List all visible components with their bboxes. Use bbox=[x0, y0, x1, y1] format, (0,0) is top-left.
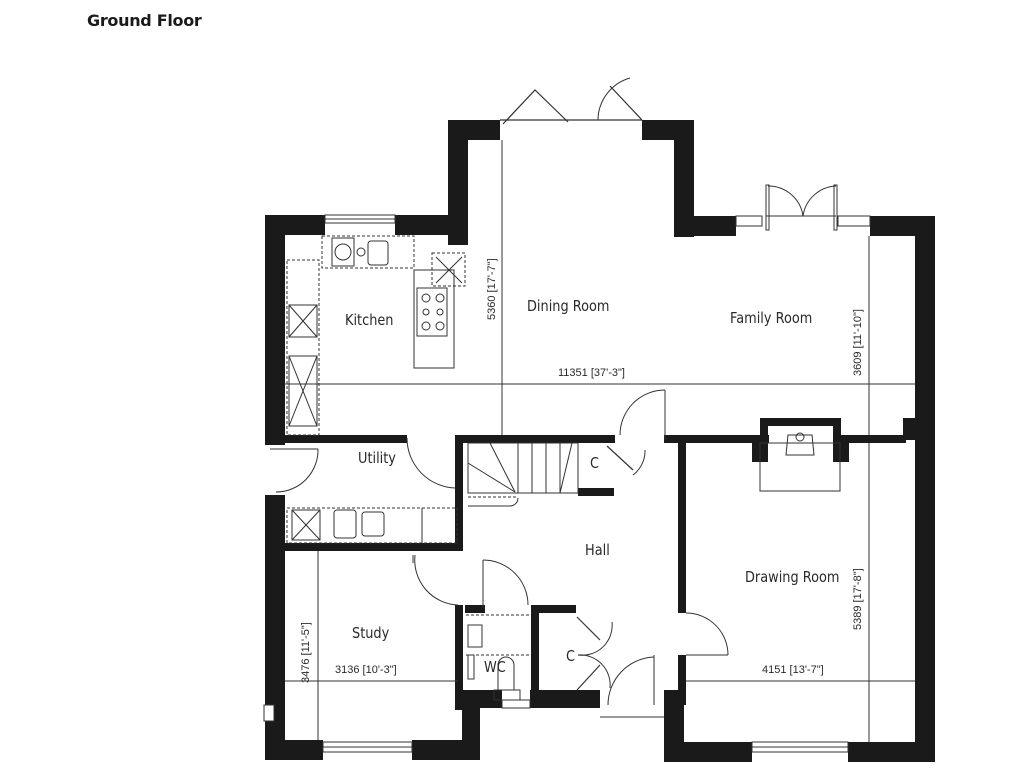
dimension-overall-width: 11351 [37'-3"] bbox=[558, 367, 625, 379]
doors bbox=[270, 77, 838, 718]
dimension-lines bbox=[285, 140, 915, 742]
exterior-walls bbox=[265, 120, 935, 762]
wc-fixtures bbox=[466, 614, 530, 701]
room-label-study: Study bbox=[352, 624, 390, 642]
room-label-cupboard-lower: C bbox=[566, 647, 576, 665]
room-label-utility: Utility bbox=[358, 449, 396, 467]
utility-units bbox=[286, 507, 458, 544]
dimension-drawing-width: 4151 [13'-7"] bbox=[762, 664, 824, 676]
dimension-dining-depth: 5360 [17'-7"] bbox=[486, 258, 498, 320]
windows bbox=[263, 214, 871, 753]
room-label-hall: Hall bbox=[585, 541, 610, 559]
room-label-cupboard-upper: C bbox=[590, 454, 600, 472]
room-label-drawing-room: Drawing Room bbox=[745, 568, 840, 586]
interior-walls bbox=[285, 418, 906, 710]
dimension-study-depth: 3476 [11'-5"] bbox=[300, 622, 312, 683]
dimension-study-width: 3136 [10'-3"] bbox=[335, 664, 397, 676]
room-label-kitchen: Kitchen bbox=[345, 311, 394, 329]
staircase bbox=[467, 442, 579, 507]
fireplace bbox=[759, 432, 841, 492]
kitchen-units bbox=[286, 235, 466, 436]
floor-title: Ground Floor bbox=[87, 11, 202, 30]
room-label-dining-room: Dining Room bbox=[527, 297, 610, 315]
dimension-family-depth: 3609 [11'-10"] bbox=[852, 309, 864, 376]
room-label-family-room: Family Room bbox=[730, 309, 813, 327]
dimension-drawing-depth: 5389 [17'-8"] bbox=[852, 568, 864, 630]
room-label-wc: WC bbox=[484, 658, 506, 676]
